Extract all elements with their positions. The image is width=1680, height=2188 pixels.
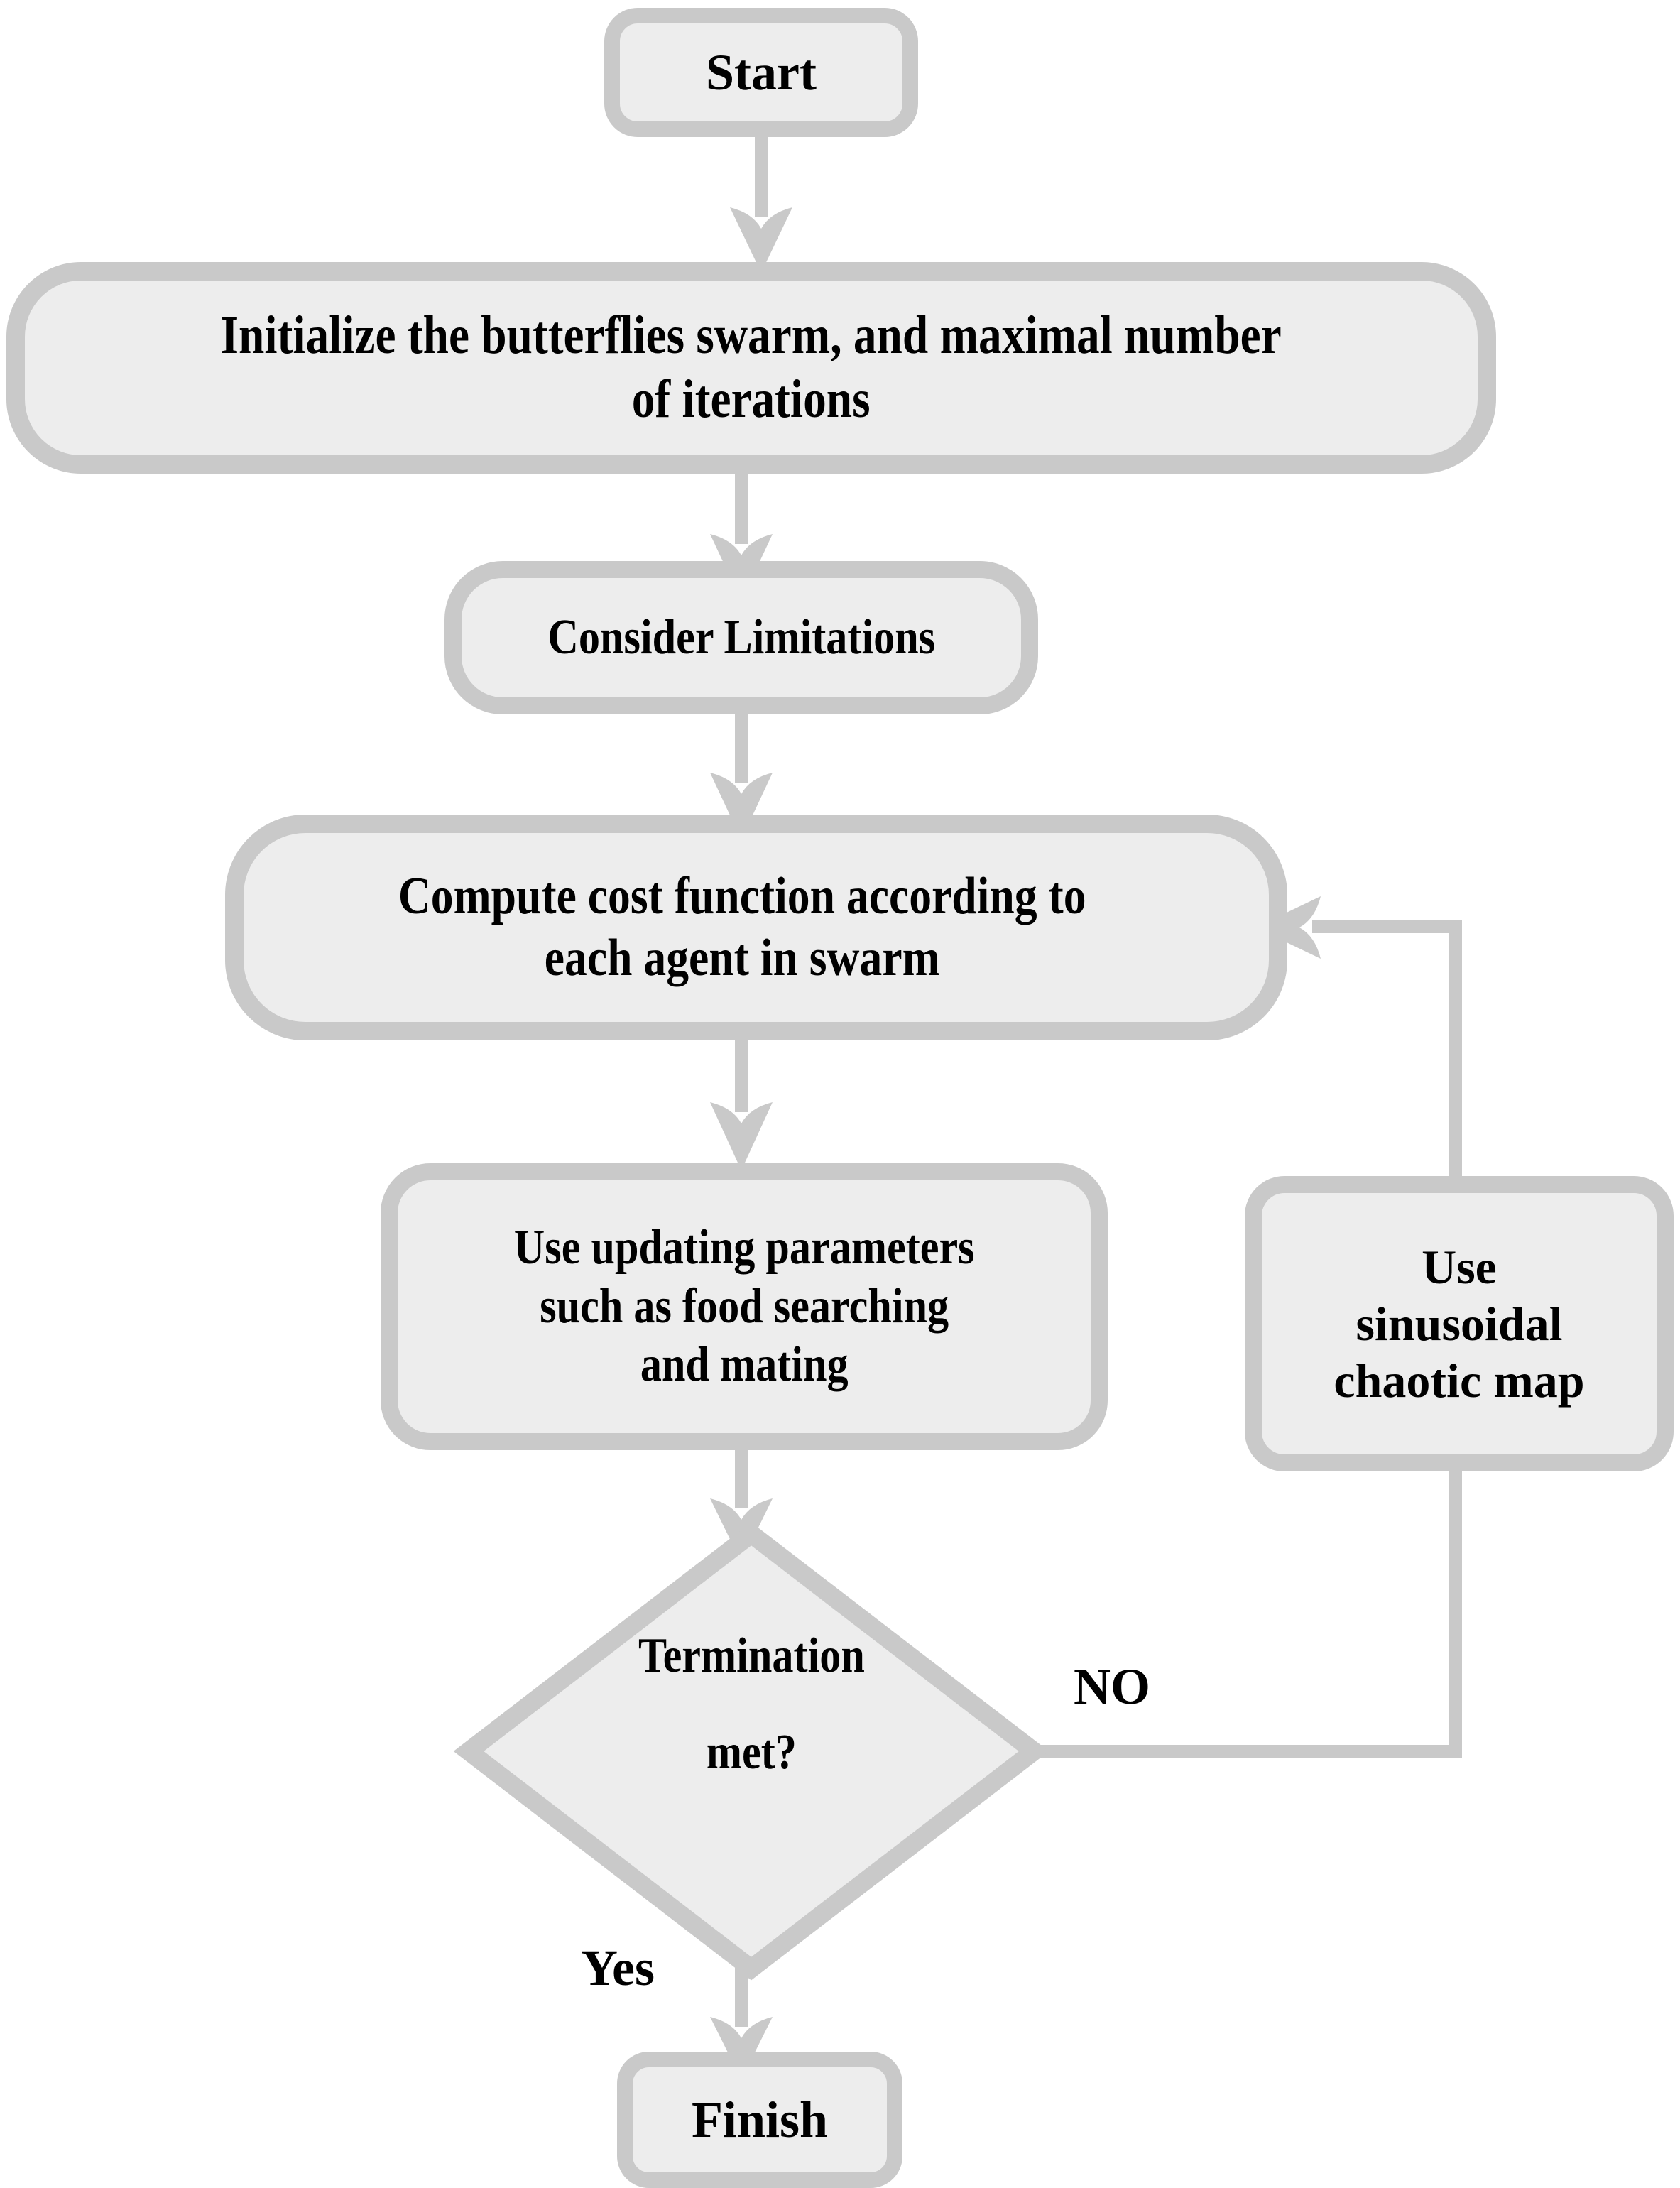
edge-label-yes: Yes (581, 1939, 655, 1996)
edge-label-no: NO (1074, 1658, 1150, 1715)
edge-limitations-to-compute (710, 702, 773, 839)
edge-termination-to-finish (710, 1964, 773, 2079)
node-initialize-shape[interactable] (6, 262, 1496, 474)
node-termination-shape[interactable] (453, 1522, 1049, 1981)
node-compute-cost-shape[interactable] (225, 815, 1287, 1040)
node-start-shape[interactable] (604, 8, 918, 137)
node-update-params-shape[interactable] (381, 1163, 1108, 1450)
node-chaotic-map-shape[interactable] (1245, 1176, 1674, 1471)
edge-compute-to-update (710, 1027, 773, 1170)
node-limitations-shape[interactable] (444, 561, 1038, 714)
node-finish-shape[interactable] (617, 2052, 902, 2188)
edge-termination-no-loop (1031, 896, 1462, 1758)
edge-start-to-initialize (730, 125, 792, 273)
